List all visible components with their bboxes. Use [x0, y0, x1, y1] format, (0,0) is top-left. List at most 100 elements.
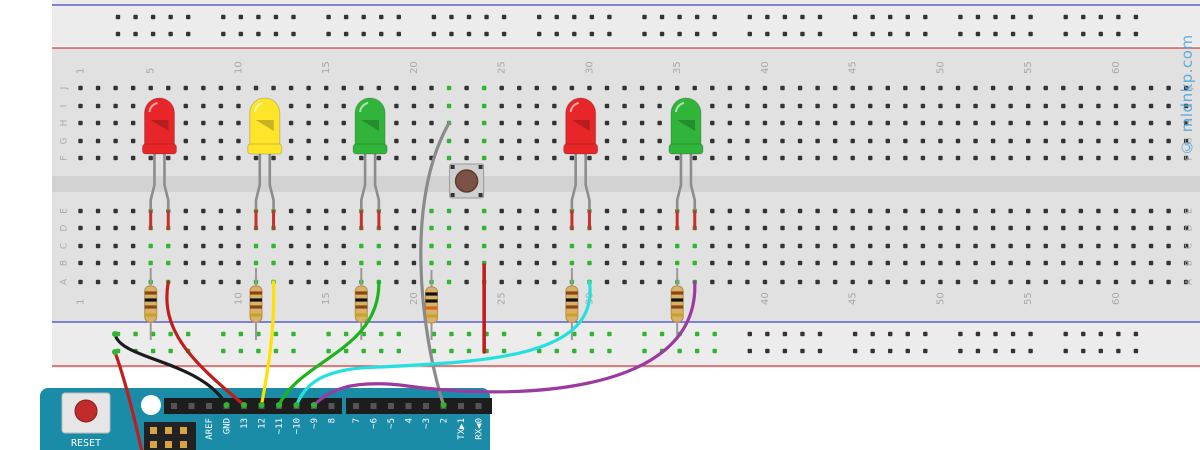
hole	[446, 208, 452, 214]
rail-hole	[1028, 331, 1033, 337]
hole	[885, 155, 890, 161]
hole	[324, 225, 329, 231]
rail-hole	[501, 14, 507, 20]
row-letter: E	[60, 208, 70, 214]
rail-hole	[256, 31, 261, 37]
hole	[850, 103, 855, 109]
hole	[604, 85, 610, 91]
hole	[113, 103, 118, 109]
hole	[762, 120, 768, 126]
hole	[534, 260, 539, 266]
hole	[710, 279, 715, 285]
rail-hole	[186, 331, 191, 337]
hole	[1148, 155, 1154, 161]
row-letter: A	[60, 278, 70, 285]
arduino-pin-label: GND	[223, 418, 233, 434]
led-leg-tip	[359, 210, 363, 230]
hole	[552, 85, 557, 91]
hole	[569, 85, 575, 91]
rail-hole	[379, 31, 384, 37]
rail-hole	[396, 331, 401, 337]
hole	[727, 225, 733, 231]
hole	[885, 260, 890, 266]
hole	[1113, 155, 1119, 161]
hole	[95, 85, 101, 91]
hole	[727, 208, 733, 214]
column-number: 20	[409, 61, 420, 74]
hole	[236, 85, 241, 91]
hole	[552, 103, 557, 109]
hole	[885, 225, 890, 231]
arduino-pin-label: 8	[328, 418, 338, 423]
rail-hole	[800, 31, 805, 37]
led-highlight	[674, 102, 685, 113]
hole	[517, 225, 522, 231]
hole	[517, 138, 522, 144]
rail-hole	[782, 31, 788, 37]
hole	[411, 85, 417, 91]
hole	[710, 155, 715, 161]
rail-hole	[326, 31, 331, 37]
hole	[517, 279, 522, 285]
hole	[1043, 243, 1048, 249]
led-yellow	[247, 97, 283, 230]
hole	[657, 103, 662, 109]
hole	[604, 279, 610, 285]
hole	[324, 279, 329, 285]
hole	[868, 138, 873, 144]
hole	[341, 155, 346, 161]
hole	[1078, 208, 1084, 214]
hole	[639, 155, 645, 161]
rail-hole	[133, 331, 138, 337]
hole	[1183, 138, 1189, 144]
rail-hole	[221, 31, 226, 37]
hole	[1008, 120, 1013, 126]
rail-hole	[431, 31, 437, 37]
hole	[341, 138, 346, 144]
hole	[1078, 260, 1084, 266]
hole	[1043, 208, 1048, 214]
column-number: 10	[233, 292, 244, 305]
hole	[850, 85, 855, 91]
rail-hole	[291, 31, 296, 37]
hole	[1166, 260, 1171, 266]
yellow-wire-12	[259, 280, 276, 407]
hole	[815, 155, 820, 161]
rail-hole	[572, 331, 577, 337]
hole	[727, 260, 733, 266]
hole	[78, 138, 83, 144]
hole	[710, 85, 715, 91]
hole	[517, 85, 522, 91]
rail-hole	[221, 348, 226, 354]
hole	[288, 208, 294, 214]
rail-hole	[1098, 31, 1103, 37]
hole	[1043, 103, 1048, 109]
led-leg-tip	[272, 210, 276, 230]
hole	[955, 120, 961, 126]
resistor-body	[144, 285, 158, 323]
rail-hole	[343, 348, 349, 354]
rail-hole	[677, 31, 682, 37]
rail-hole	[168, 348, 173, 354]
hole	[639, 243, 645, 249]
led-leg-tip	[693, 210, 697, 230]
resistor-band	[250, 313, 262, 317]
hole	[1131, 138, 1136, 144]
row-letter: F	[1185, 155, 1195, 160]
icsp-pin	[165, 441, 172, 448]
rail-hole	[326, 348, 331, 354]
hole	[692, 243, 697, 249]
rail-hole	[396, 14, 401, 20]
hole	[376, 85, 382, 91]
rail-hole	[238, 331, 244, 337]
hole	[271, 243, 276, 249]
rail-hole	[343, 331, 349, 337]
row-letter: I	[60, 105, 70, 108]
wire-end	[241, 402, 247, 408]
hole	[429, 208, 434, 214]
rail-hole	[607, 348, 612, 354]
hole	[411, 260, 417, 266]
hole	[499, 85, 504, 91]
resistor-band	[355, 291, 368, 295]
